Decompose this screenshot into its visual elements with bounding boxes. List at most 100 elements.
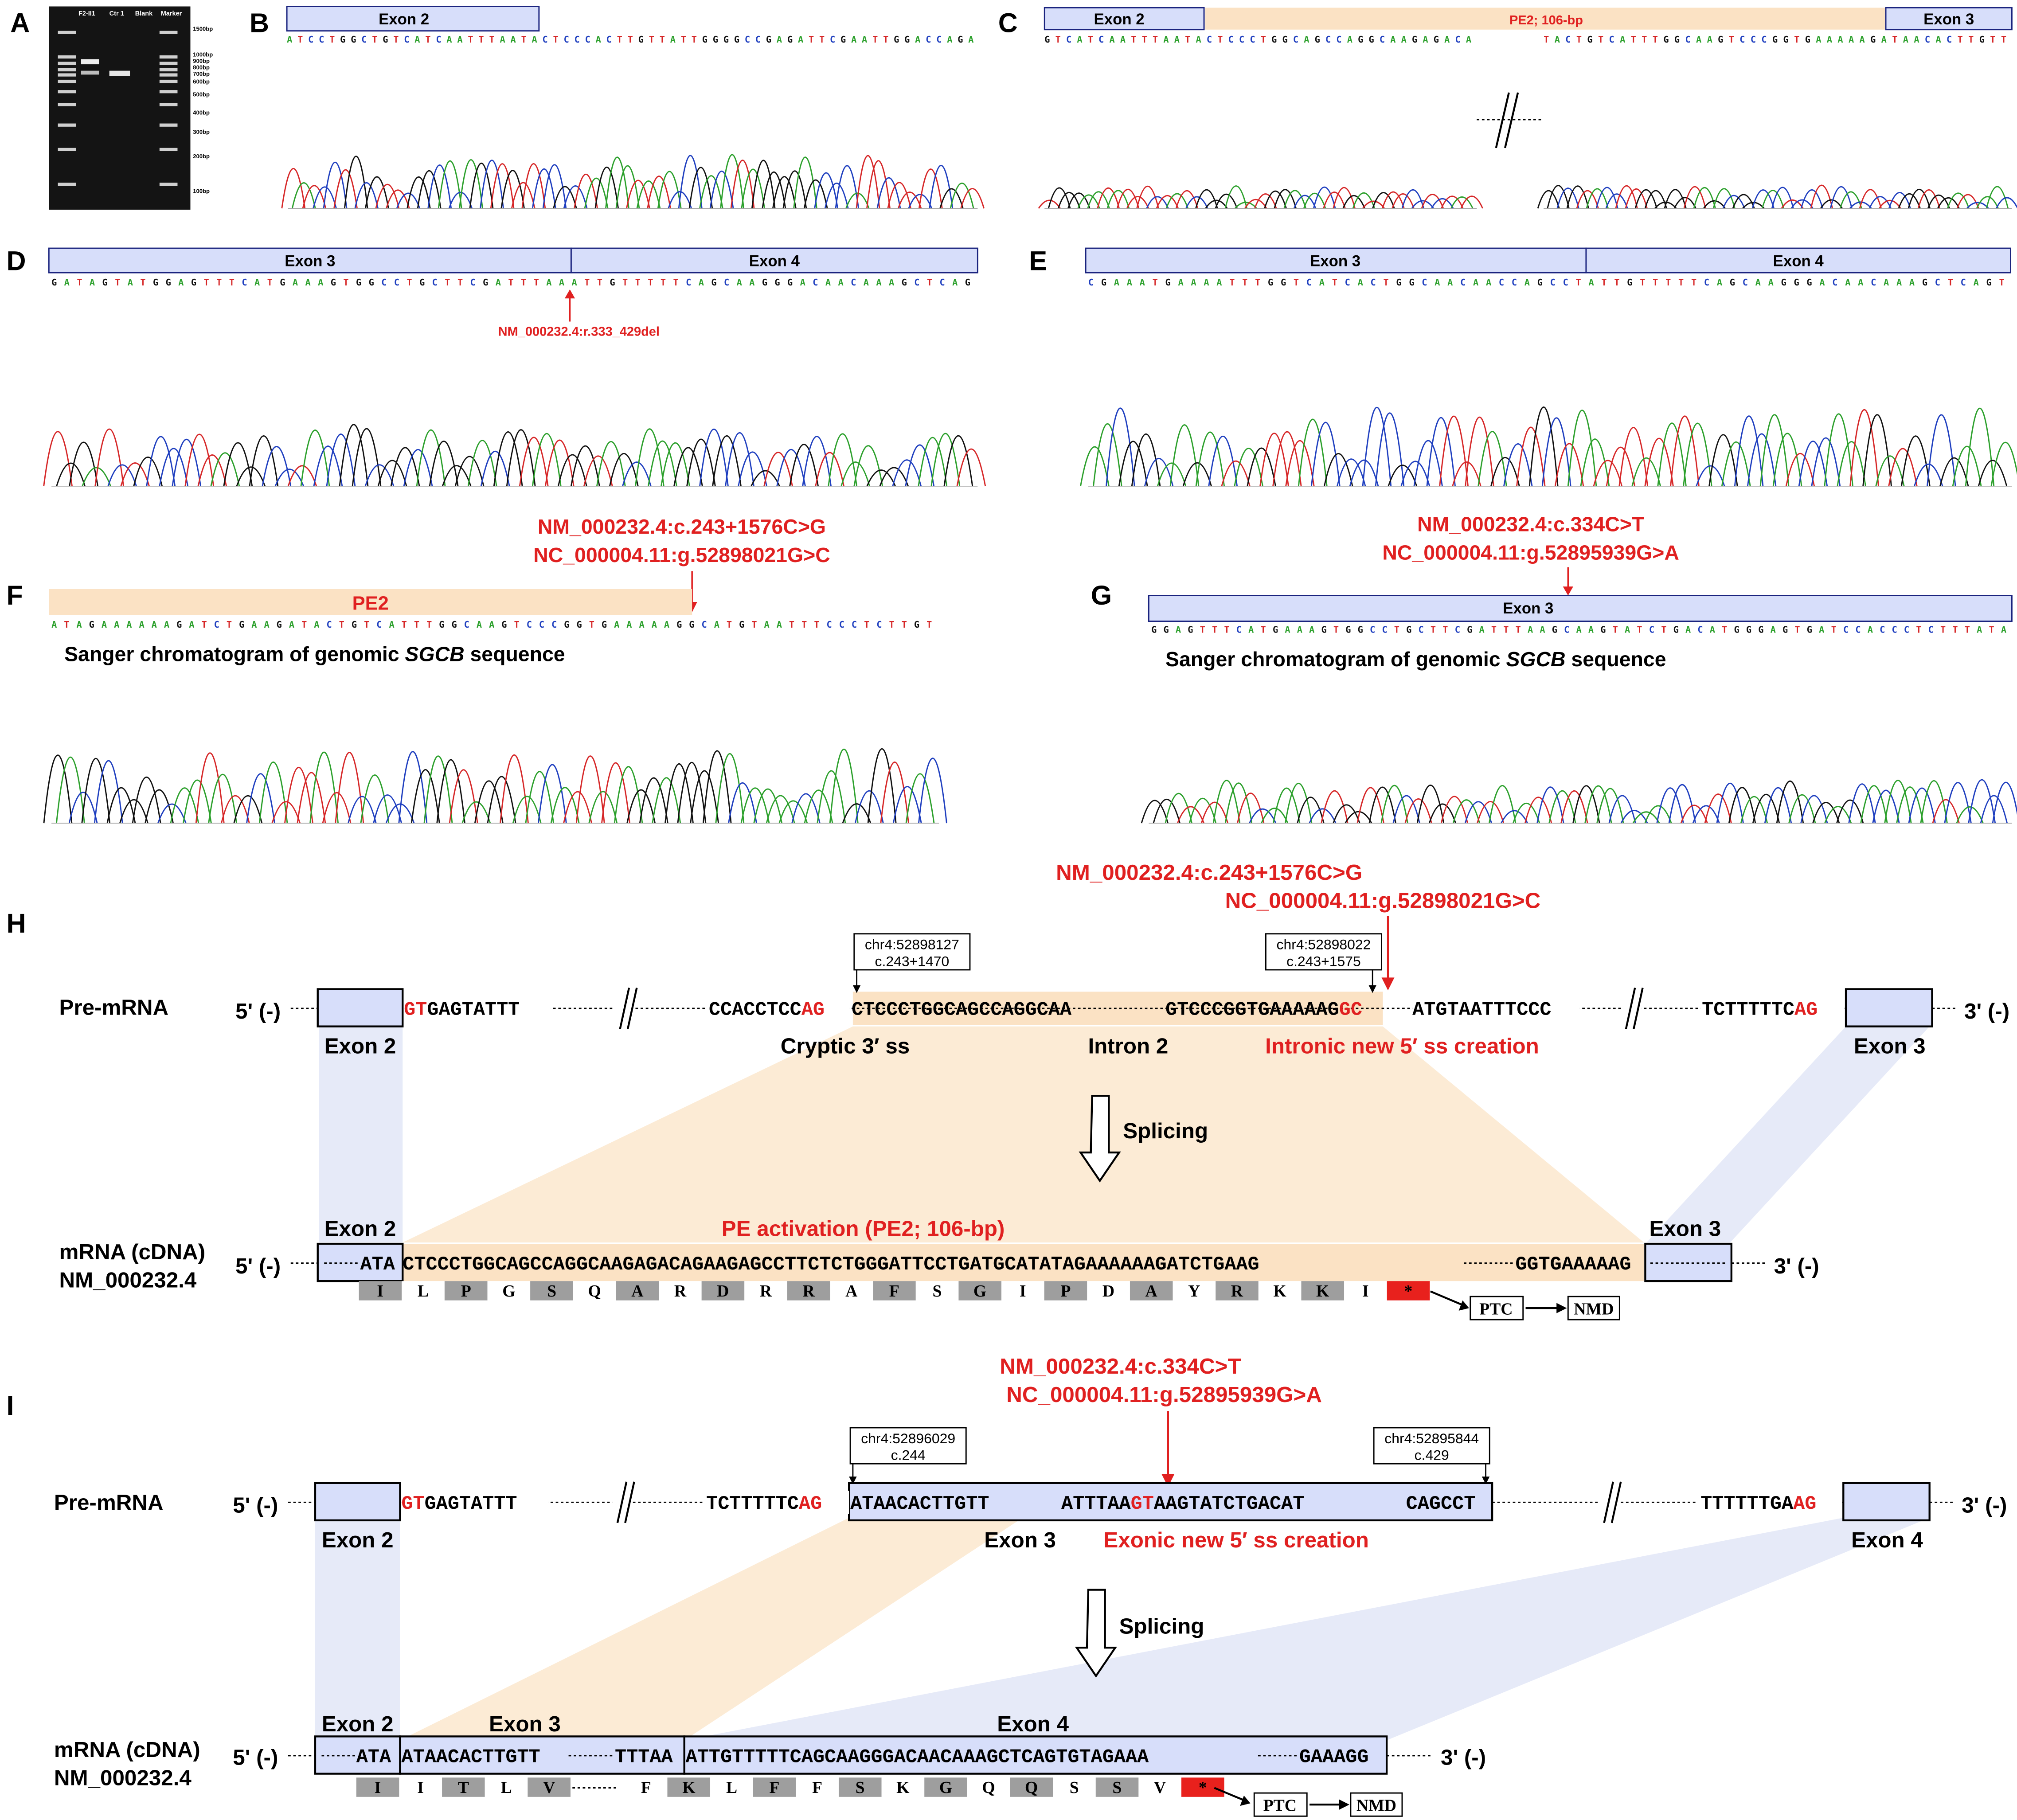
chromatogram-peak	[1937, 197, 1960, 209]
amino-acid-label: Q	[982, 1778, 995, 1797]
chromatogram-peak	[1272, 431, 1302, 487]
ptc-box	[1253, 1792, 1308, 1817]
pre-mrna-seq-1: GTGAGTATTT	[404, 1000, 520, 1021]
chromatogram-peak	[763, 452, 793, 487]
chromatogram-peak	[1800, 795, 1828, 824]
marker-size-label: 200bp	[193, 153, 210, 160]
chromatogram-peak	[1772, 433, 1802, 487]
chromatogram-peak	[1439, 415, 1469, 487]
chromatogram-peak	[1716, 783, 1744, 824]
chromatogram-peak	[939, 188, 964, 209]
chromatogram-peak	[1901, 435, 1931, 487]
chromatogram-peak	[1776, 781, 1804, 824]
mrna-seq-3: GGTGAAAAAG	[1515, 1254, 1631, 1276]
chromatogram-peak	[1693, 187, 1716, 209]
chromatogram-peak	[1165, 193, 1189, 209]
chromatogram-peak	[500, 170, 525, 209]
coordinate-box-2	[1373, 1427, 1490, 1465]
chromatogram-peak	[673, 447, 703, 487]
chromatogram-peak	[1625, 188, 1648, 209]
chromatogram-peak	[1608, 795, 1636, 824]
chromatogram-peak	[803, 179, 828, 209]
chromatogram-peak	[668, 191, 692, 209]
chromatogram-peak	[1182, 462, 1212, 487]
amino-acid-label: Q	[588, 1282, 601, 1301]
chromatogram-peak	[1978, 460, 2008, 487]
chromatogram-peak	[1849, 409, 1879, 487]
chromatogram-peak	[375, 184, 400, 209]
chromatogram-peak	[442, 465, 472, 487]
chromatogram-peak	[1249, 808, 1277, 824]
chromatogram-peak	[1554, 443, 1584, 487]
transcript-label: NM_000232.4	[59, 1268, 196, 1293]
mrna-seq-1: ATA	[356, 1746, 391, 1768]
chromatogram-peak	[68, 792, 98, 824]
chromatogram-peak	[661, 442, 690, 487]
amino-acid-label: Y	[1188, 1282, 1200, 1301]
chromatogram-peak	[1644, 805, 1672, 824]
pre-mrna-seq-4: GTCCCGGTGAAAAAGGC	[1165, 1000, 1362, 1021]
chromatogram-peak	[1595, 187, 1618, 209]
chromatogram-peak	[1593, 460, 1622, 487]
chromatogram-peak	[1670, 415, 1700, 487]
chromatogram-peak	[639, 777, 668, 824]
chromatogram-peak	[1927, 194, 1951, 209]
five-prime-label: 5' (-)	[235, 1254, 281, 1278]
chromatogram-peak	[762, 171, 786, 209]
chromatogram-peak	[772, 176, 797, 209]
chromatogram-peak	[364, 464, 395, 487]
chromatogram-peak	[423, 755, 453, 824]
chromatogram-peak	[866, 160, 891, 209]
chromatogram-peak	[725, 432, 754, 487]
chromatogram-peak	[1368, 786, 1396, 824]
chromatogram-peak	[210, 452, 240, 487]
chromatogram-peak	[1452, 461, 1481, 487]
chromatogram-peak	[1908, 188, 1931, 209]
chromatogram-peak	[1224, 185, 1248, 209]
chromatogram-peak	[553, 186, 577, 209]
chromatogram-peak	[1862, 414, 1892, 487]
amino-acid-label: I	[1362, 1282, 1369, 1301]
chromatogram-peak	[1990, 441, 2017, 487]
chromatogram-peak	[512, 796, 542, 824]
chromatogram-peak	[1868, 196, 1892, 209]
chromatogram-peak	[1888, 448, 1918, 487]
chromatogram-b	[281, 154, 985, 209]
amino-acid-cell	[787, 1281, 830, 1301]
chromatogram-peak	[1141, 800, 1169, 824]
exon-3-label: Exon 3	[1649, 1217, 1721, 1241]
chromatogram-c-left	[1038, 185, 1483, 209]
chromatogram-peak	[281, 168, 306, 209]
splicing-label: Splicing	[1119, 1614, 1204, 1638]
chromatogram-peak	[1576, 190, 1599, 209]
ptc-box	[1470, 1296, 1524, 1320]
amino-acid-cell	[881, 1777, 925, 1797]
chromatogram-peak	[1259, 433, 1289, 487]
chromatogram-peak	[856, 155, 880, 209]
amino-acid-cell	[915, 1281, 959, 1301]
chromatogram-peak	[172, 438, 202, 487]
chromatogram-peak	[824, 182, 849, 209]
chromatogram-peak	[1431, 198, 1454, 209]
chromatogram-peak	[532, 168, 556, 209]
coordinate-c: c.243+1575	[1286, 953, 1361, 969]
chromatogram-peak	[753, 788, 783, 824]
chromatogram-peak	[1450, 196, 1474, 209]
chromatogram-peak	[557, 454, 587, 487]
chromatogram-c-right	[1537, 184, 2017, 209]
chromatogram-peak	[918, 437, 948, 487]
mrna-label: mRNA (cDNA)	[59, 1240, 205, 1264]
panel-label-h: H	[7, 908, 26, 938]
amino-acid-cell	[1138, 1777, 1182, 1797]
chromatogram-peak	[1293, 195, 1317, 209]
chromatogram-peak	[1264, 190, 1287, 209]
chromatogram-peak	[1703, 200, 1726, 209]
chromatogram-peak	[1375, 412, 1405, 487]
chromatogram-peak	[1798, 441, 1828, 487]
chromatogram-peak	[1968, 779, 1996, 824]
chromatogram-peak	[550, 787, 580, 824]
cryptic-ss-label: Cryptic 3′ ss	[781, 1034, 910, 1058]
chromatogram-peak	[246, 773, 275, 824]
